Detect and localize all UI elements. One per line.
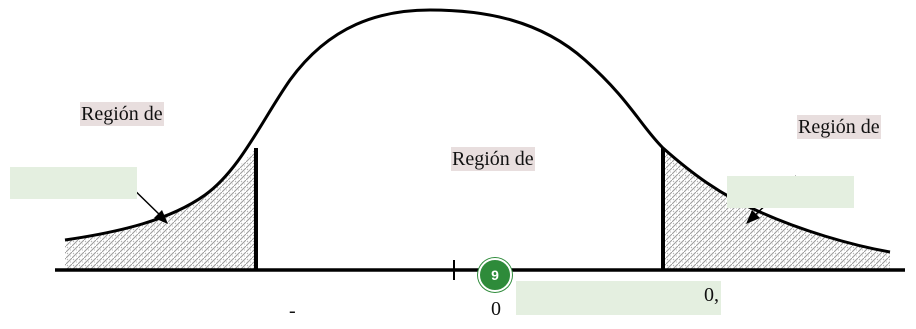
left-placeholder-box [10, 167, 137, 199]
bottom-placeholder-box [516, 281, 721, 315]
right-arrow-head [746, 210, 760, 224]
left-rejection-area [65, 148, 256, 270]
left-arrow-head [154, 210, 168, 224]
center-region-label: Región de [451, 147, 535, 171]
right-placeholder-box [727, 176, 854, 208]
left-region-label: Región de [80, 102, 164, 126]
tick-label-zero: 0 [491, 298, 501, 320]
tick-label-minus: - [289, 300, 296, 322]
right-rejection-area [663, 148, 890, 270]
number-badge[interactable]: 9 [478, 258, 512, 292]
right-region-label: Región de [797, 115, 881, 139]
tick-label-right: 0, [704, 284, 719, 306]
